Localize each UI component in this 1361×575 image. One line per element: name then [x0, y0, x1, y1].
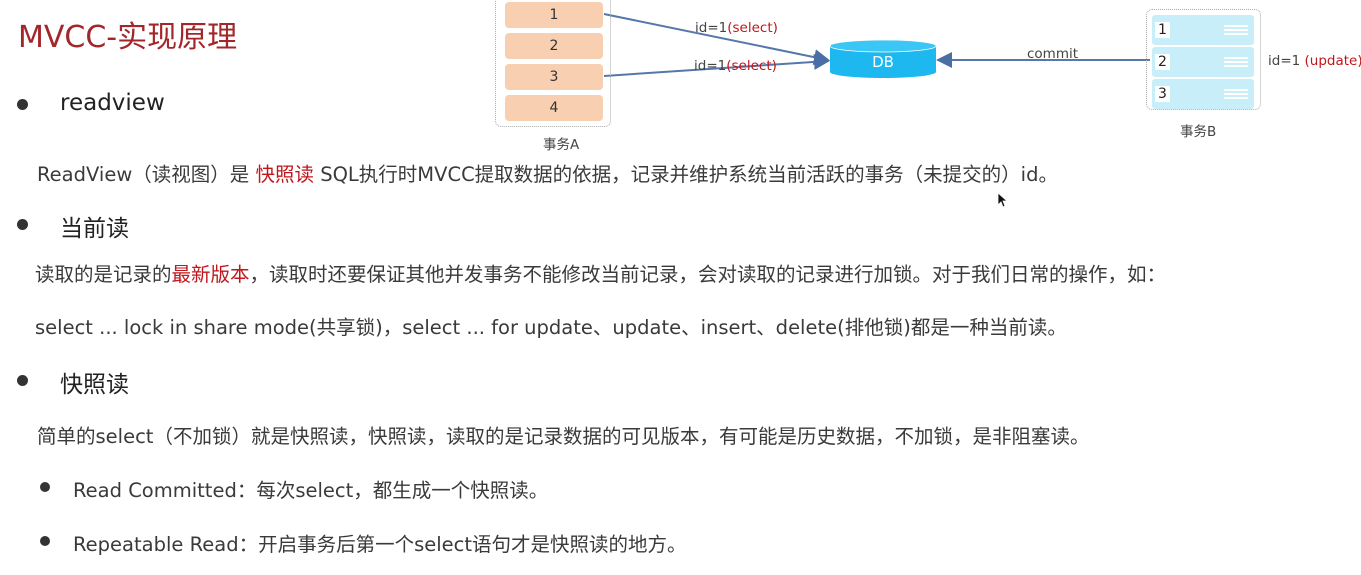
tx-a-item: 3	[505, 64, 603, 90]
bullet-icon	[17, 375, 28, 386]
sub-bullet-icon	[40, 536, 50, 546]
update-label: id=1 (update)	[1268, 53, 1361, 69]
current-read-text-2: select ... lock in share mode(共享锁)，selec…	[35, 316, 1067, 339]
transaction-b-box: 1 2 3	[1146, 9, 1261, 110]
select-label-1: id=1(select)	[695, 20, 778, 36]
select-label-2: id=1(select)	[694, 58, 777, 74]
tx-b-item: 3	[1152, 79, 1254, 109]
snapshot-read-text: 简单的select（不加锁）就是快照读，快照读，读取的是记录数据的可见版本，有可…	[37, 425, 1090, 448]
snapshot-item-read-committed: Read Committed：每次select，都生成一个快照读。	[73, 479, 549, 502]
tx-a-label: 事务A	[543, 137, 580, 153]
tx-b-item: 1	[1152, 15, 1254, 45]
tx-b-item: 2	[1152, 47, 1254, 77]
arrows	[603, 13, 1150, 77]
bullet-icon	[17, 219, 28, 230]
db-label: DB	[872, 53, 894, 71]
transaction-a-box: 1 2 3 4	[495, 0, 611, 127]
arrow-select-1	[603, 13, 830, 66]
readview-text: ReadView（读视图）是 快照读 SQL执行时MVCC提取数据的依据，记录并…	[37, 163, 1058, 186]
sub-bullet-icon	[40, 482, 50, 492]
arrow-select-2	[603, 53, 830, 77]
heading-current-read: 当前读	[60, 216, 129, 242]
current-read-text-1: 读取的是记录的最新版本，读取时还要保证其他并发事务不能修改当前记录，会对读取的记…	[35, 263, 1167, 286]
commit-label: commit	[1027, 46, 1079, 62]
heading-readview: readview	[60, 90, 165, 116]
database-icon	[830, 40, 936, 78]
heading-snapshot-read: 快照读	[60, 372, 129, 398]
tx-b-label: 事务B	[1180, 124, 1217, 140]
slide-title: MVCC-实现原理	[18, 20, 238, 55]
tx-a-item: 1	[505, 2, 603, 28]
mouse-cursor-icon	[997, 192, 1009, 208]
tx-a-item: 4	[505, 95, 603, 121]
bullet-icon	[17, 99, 28, 110]
snapshot-item-repeatable-read: Repeatable Read：开启事务后第一个select语句才是快照读的地方…	[73, 533, 687, 556]
tx-a-item: 2	[505, 33, 603, 59]
